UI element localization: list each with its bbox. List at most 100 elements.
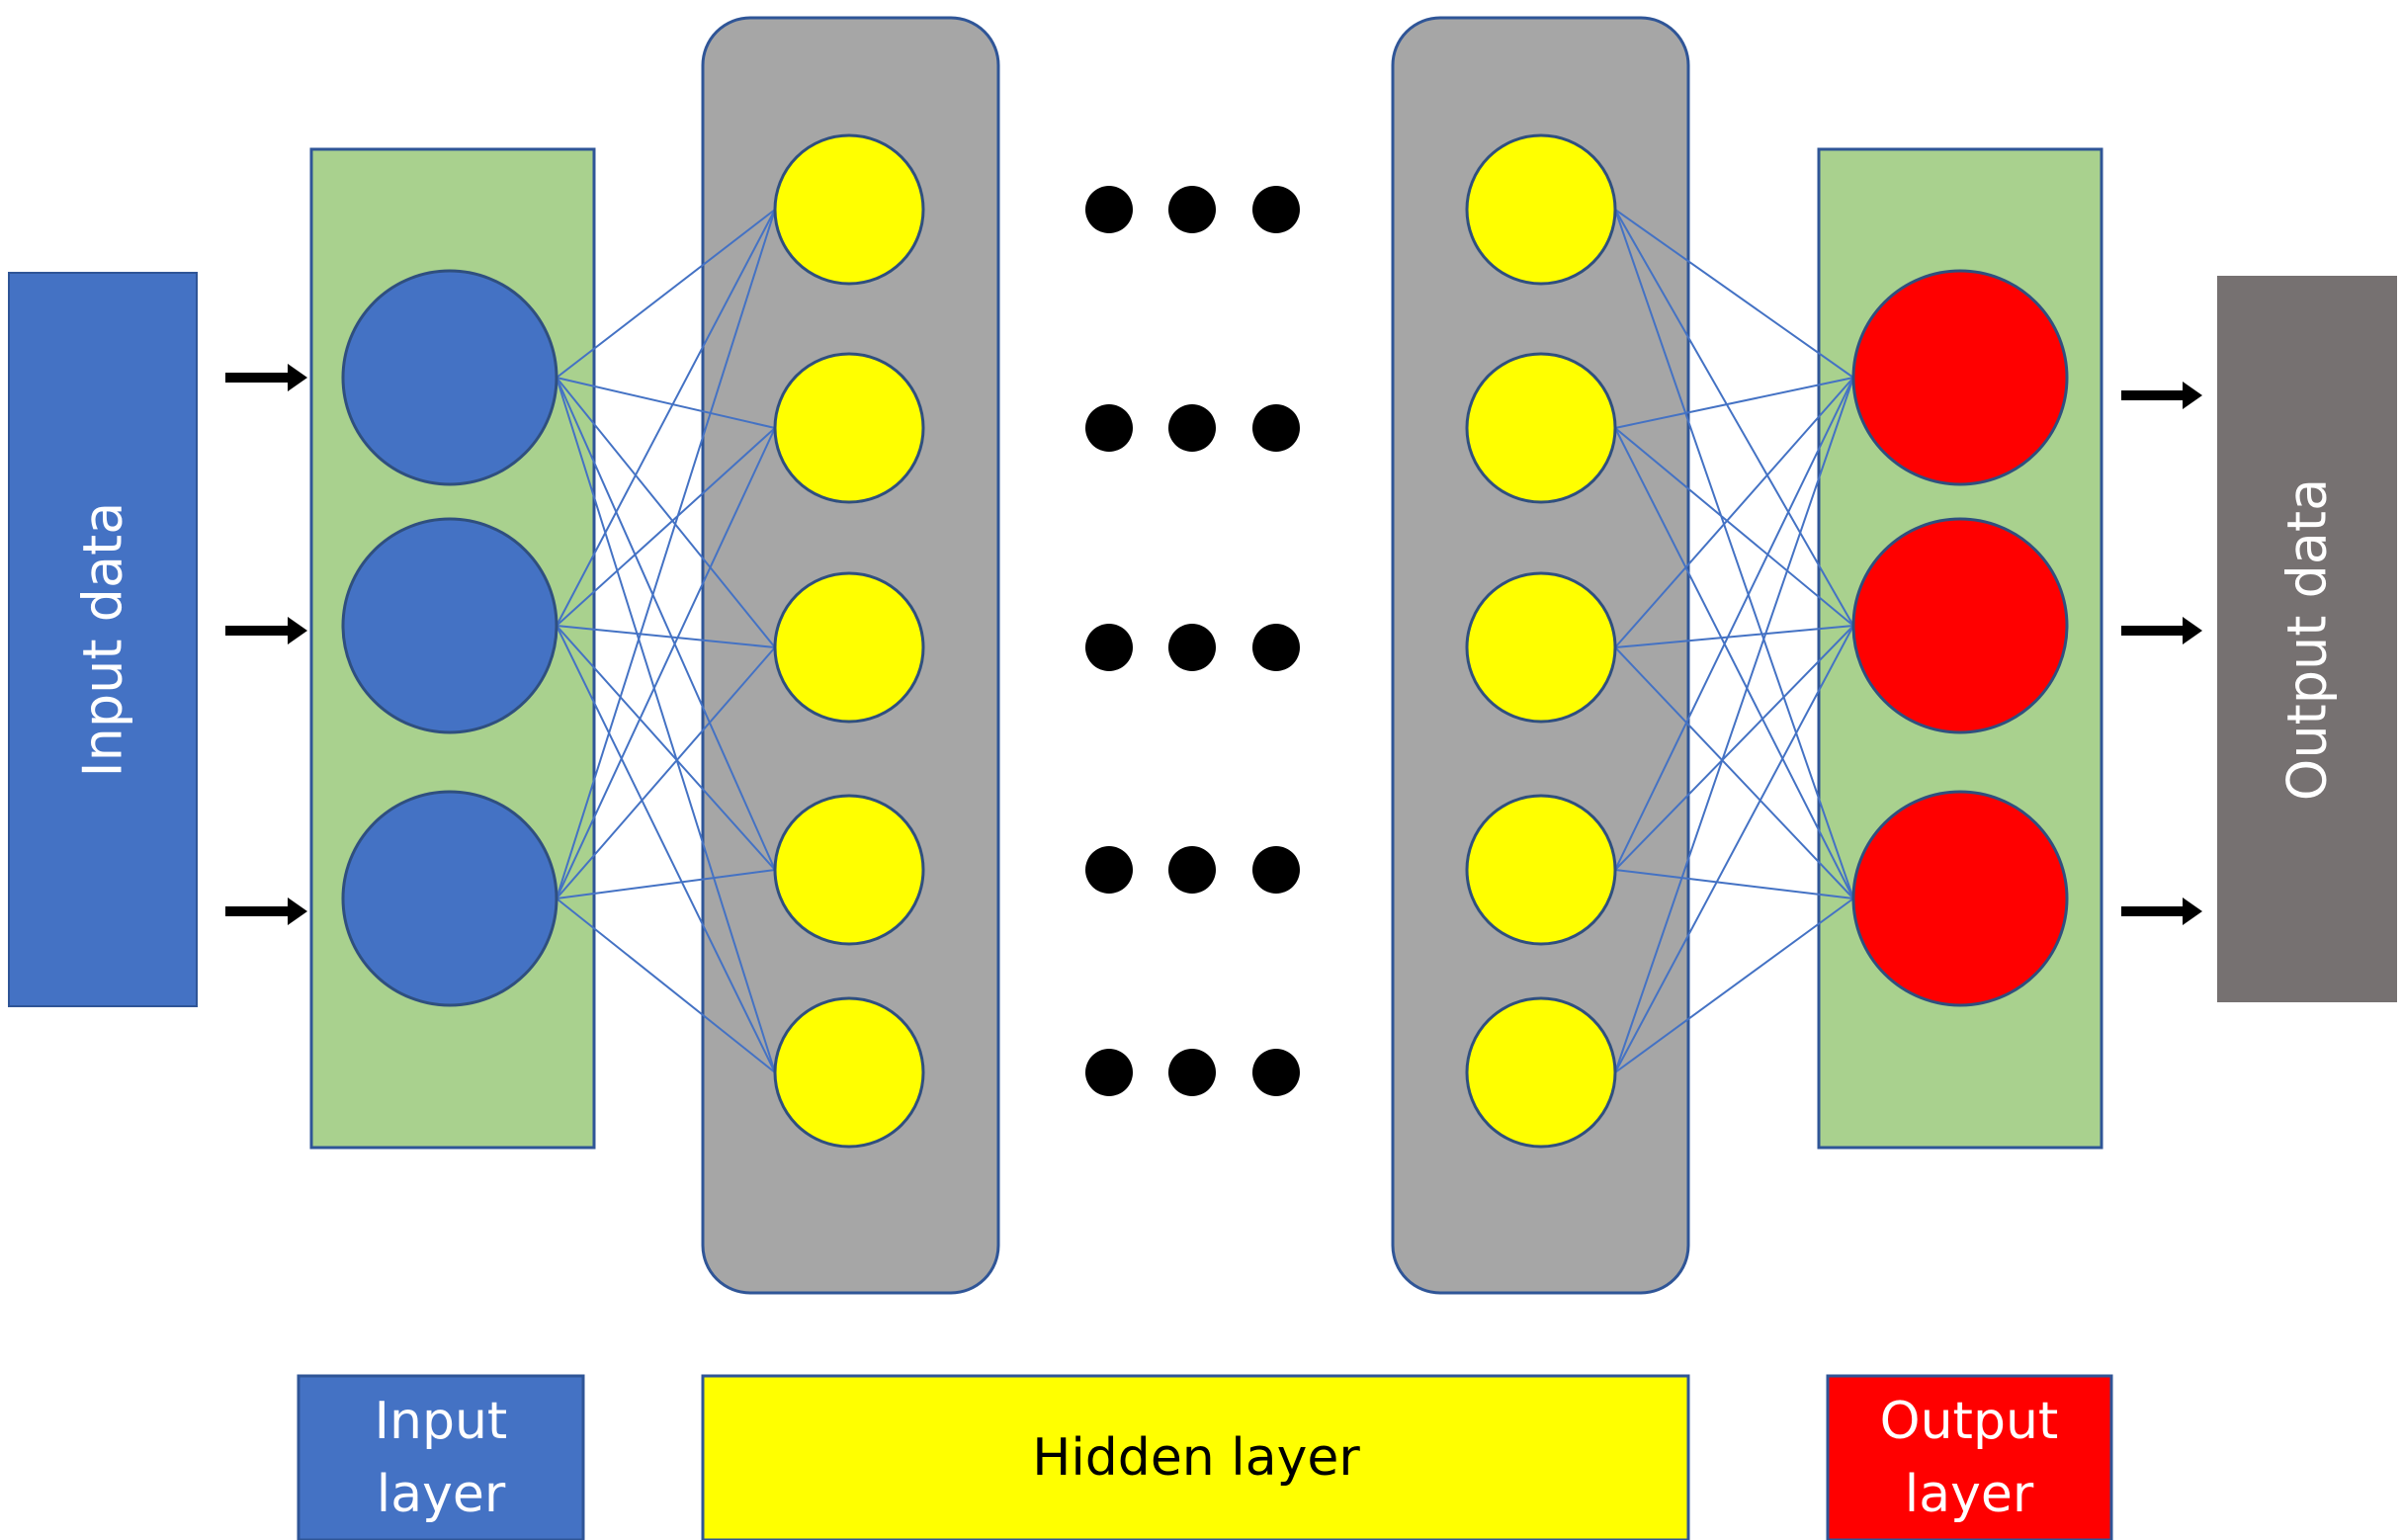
connection-line [1614, 646, 1854, 899]
ellipsis-dot [1085, 404, 1133, 452]
input-node [341, 269, 558, 486]
connection-line [556, 898, 776, 1073]
connection-line [556, 377, 776, 648]
hidden-node [1465, 352, 1617, 504]
hidden-node [773, 996, 925, 1149]
connection-line [1614, 377, 1854, 429]
arrow-shaft [225, 906, 290, 916]
output-node [1851, 790, 2069, 1007]
input-arrows [225, 364, 307, 925]
legend-input-layer-label-line1: Input [375, 1392, 508, 1451]
hidden-node [773, 352, 925, 504]
connection-line [556, 625, 776, 1073]
hidden-node [773, 133, 925, 286]
legend: Input layer Hidden layer Output layer [297, 1374, 2113, 1540]
legend-output-layer-label-line2: layer [1905, 1465, 2034, 1524]
hidden-node [1465, 133, 1617, 286]
arrow-head [2183, 898, 2202, 925]
connection-line [556, 377, 776, 429]
ellipsis-dot [1085, 1049, 1133, 1096]
output-data-box [2217, 276, 2397, 1002]
output-arrows [2121, 382, 2202, 925]
input-layer-nodes [341, 269, 558, 1007]
ellipsis-dots [1085, 186, 1300, 1096]
connection-line [1614, 377, 1854, 1073]
connection-line [1614, 377, 1854, 648]
connection-line [1614, 209, 1854, 379]
ellipsis-dot [1085, 846, 1133, 894]
ellipsis-dot [1085, 624, 1133, 671]
connection-line [556, 377, 776, 871]
legend-input-layer-label-line2: layer [377, 1465, 506, 1524]
ellipsis-dot [1168, 186, 1216, 233]
input-node [341, 790, 558, 1007]
input-node [341, 517, 558, 734]
hidden-node [1465, 571, 1617, 724]
output-node [1851, 269, 2069, 486]
connection-line [1614, 869, 1854, 899]
connection-lines [556, 209, 1854, 1073]
arrow-shaft [225, 373, 290, 383]
connection-line [556, 427, 776, 627]
hidden-layer-2-nodes [1465, 133, 1617, 1149]
arrow-shaft [225, 626, 290, 636]
connection-line [1614, 625, 1854, 648]
connection-line [556, 869, 776, 899]
connection-line [556, 209, 776, 627]
arrow-head [2183, 617, 2202, 644]
ellipsis-dot [1252, 1049, 1300, 1096]
connection-line [1614, 377, 1854, 871]
connection-line [1614, 427, 1854, 899]
arrow-icon [2121, 382, 2202, 409]
arrow-head [288, 617, 307, 644]
connection-line [556, 377, 776, 1073]
arrow-icon [2121, 898, 2202, 925]
ellipsis-dot [1168, 404, 1216, 452]
ellipsis-dot [1252, 404, 1300, 452]
connection-line [556, 427, 776, 899]
hidden-node [773, 794, 925, 946]
connection-line [1614, 209, 1854, 627]
output-node [1851, 517, 2069, 734]
output-data-label: Output data [2276, 478, 2339, 801]
arrow-icon [225, 898, 307, 925]
hidden-node [1465, 794, 1617, 946]
connection-line [1614, 625, 1854, 1073]
hidden-layer-1-nodes [773, 133, 925, 1149]
arrow-icon [2121, 617, 2202, 644]
ellipsis-dot [1168, 1049, 1216, 1096]
connection-line [1614, 898, 1854, 1073]
input-data-box [8, 272, 198, 1007]
connection-line [556, 625, 776, 648]
ellipsis-dot [1085, 186, 1133, 233]
ellipsis-dot [1168, 624, 1216, 671]
legend-input-layer-box [297, 1374, 585, 1540]
connection-line [556, 209, 776, 899]
hidden-node [773, 571, 925, 724]
legend-output-layer-label-line1: Output [1880, 1392, 2059, 1451]
ellipsis-dot [1252, 846, 1300, 894]
legend-output-layer-box [1826, 1374, 2113, 1540]
connection-line [1614, 209, 1854, 899]
arrow-head [2183, 382, 2202, 409]
connection-line [556, 209, 776, 379]
arrow-icon [225, 364, 307, 391]
output-layer-nodes [1851, 269, 2069, 1007]
legend-hidden-layer-box [701, 1374, 1690, 1540]
arrow-icon [225, 617, 307, 644]
ellipsis-dot [1252, 624, 1300, 671]
arrow-shaft [2121, 390, 2185, 400]
arrow-shaft [2121, 626, 2185, 636]
connection-line [556, 625, 776, 871]
connection-line [556, 646, 776, 899]
ellipsis-dot [1252, 186, 1300, 233]
hidden-node [1465, 996, 1617, 1149]
connection-line [1614, 625, 1854, 871]
arrow-shaft [2121, 906, 2185, 916]
arrow-head [288, 364, 307, 391]
connection-line [1614, 427, 1854, 627]
arrow-head [288, 898, 307, 925]
legend-hidden-layer-label: Hidden layer [1032, 1428, 1360, 1488]
ellipsis-dot [1168, 846, 1216, 894]
